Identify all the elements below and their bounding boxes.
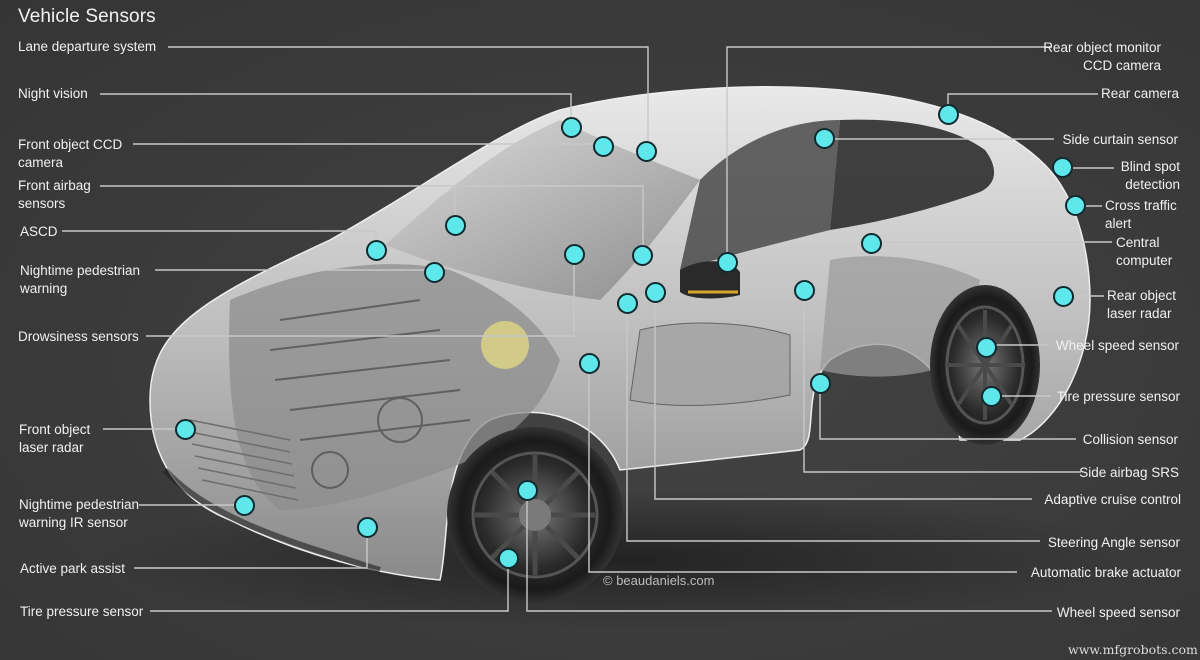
label-side-curtain-sensor: Side curtain sensor [1062,132,1178,147]
diagram-title: Vehicle Sensors [18,6,156,27]
sensor-dot-nightime-ir [234,495,255,516]
sensor-dot-side-curtain [814,128,835,149]
label-rear-object-laser-radar: Rear object laser radar [1107,288,1177,321]
sensor-dot-rear-tire-pressure [981,386,1002,407]
sensor-dot-front-object-laser [175,419,196,440]
sensor-dot-front-object-ccd [636,141,657,162]
label-side-airbag-srs: Side airbag SRS [1079,465,1179,480]
label-collision-sensor: Collision sensor [1082,432,1178,447]
label-adaptive-cruise-control: Adaptive cruise control [1044,492,1181,507]
label-blind-spot-detection: Blind spot detection [1120,159,1180,192]
sensor-dot-nightime-pedestrian [424,262,445,283]
sensor-dot-cross-traffic [1065,195,1086,216]
sensor-dot-adaptive-cruise [645,282,666,303]
label-nightime-pedestrian-warning: Nightime pedestrian warning [20,263,141,296]
label-steering-angle-sensor: Steering Angle sensor [1047,535,1180,550]
label-front-wheel-speed-sensor: Wheel speed sensor [1056,605,1180,620]
sensor-dot-rear-object-monitor [717,252,738,273]
label-front-airbag-sensors: Front airbag sensors [18,178,91,211]
label-front-tire-pressure-sensor: Tire pressure sensor [20,604,144,619]
sensor-dot-side-airbag [794,280,815,301]
sensor-dot-active-park [357,517,378,538]
sensor-dot-automatic-brake [579,353,600,374]
label-rear-camera: Rear camera [1100,86,1179,101]
label-front-object-ccd-camera: Front object CCD camera [18,137,123,170]
label-rear-wheel-speed-sensor: Wheel speed sensor [1055,338,1179,353]
sensor-dot-blind-spot [1052,157,1073,178]
sensor-dot-rear-wheel-speed [976,337,997,358]
sensor-dot-drowsiness-a [564,244,585,265]
label-cross-traffic-alert: Cross traffic alert [1105,198,1177,231]
leader-lines [62,46,1114,612]
label-rear-tire-pressure-sensor: Tire pressure sensor [1056,389,1180,404]
label-front-object-laser-radar: Front object laser radar [19,422,91,455]
sensor-dot-steering-angle [617,293,638,314]
label-drowsiness-sensors: Drowsiness sensors [18,329,139,344]
sensor-dot-front-wheel-speed [517,480,538,501]
sensor-dot-front-tire-pressure [498,548,519,569]
sensor-dot-front-airbag [445,215,466,236]
sensor-dot-night-vision [593,136,614,157]
sensor-dot-central-computer [861,233,882,254]
label-lane-departure-system: Lane departure system [18,39,157,54]
label-ascd: ASCD [20,224,58,239]
label-rear-object-monitor-ccd-camera: Rear object monitor CCD camera [1043,40,1161,73]
label-central-computer: Central computer [1116,235,1173,268]
sensor-dot-rear-camera [938,104,959,125]
sensor-dot-ascd [366,240,387,261]
sensor-dot-drowsiness-b [632,245,653,266]
watermark: www.mfgrobots.com [1068,642,1198,657]
label-nightime-pedestrian-ir-sensor: Nightime pedestrian warning IR sensor [19,497,140,530]
sensor-dot-lane-departure [561,117,582,138]
copyright-credit: © beaudaniels.com [603,573,715,588]
label-active-park-assist: Active park assist [20,561,126,576]
sensor-dot-rear-laser-radar [1053,286,1074,307]
label-night-vision: Night vision [18,86,88,101]
sensor-dot-collision [810,373,831,394]
label-automatic-brake-actuator: Automatic brake actuator [1030,565,1181,580]
